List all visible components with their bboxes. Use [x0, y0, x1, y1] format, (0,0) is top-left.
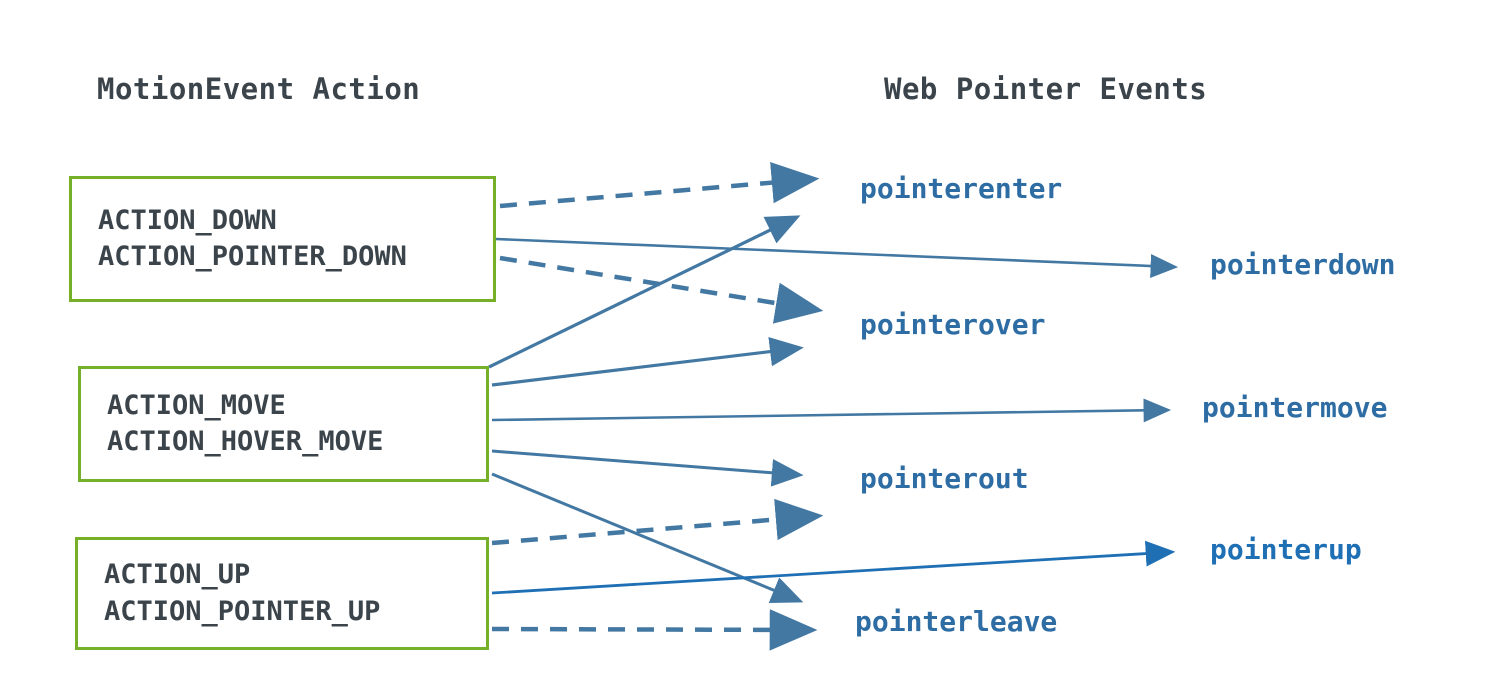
event-label-pointerup[interactable]: pointerup	[1210, 533, 1362, 566]
arrow-move-to-pointerenter	[488, 215, 801, 369]
action-box-up[interactable]: ACTION_UP ACTION_POINTER_UP	[75, 537, 489, 650]
arrow-move-to-pointermove	[491, 398, 1172, 423]
event-label-pointerleave[interactable]: pointerleave	[855, 605, 1058, 638]
arrow-move-to-pointerleave	[491, 472, 804, 604]
action-label-action-down: ACTION_DOWN	[98, 204, 277, 236]
action-box-down[interactable]: ACTION_DOWN ACTION_POINTER_DOWN	[69, 176, 496, 302]
column-header-web-pointer-events: Web Pointer Events	[884, 72, 1208, 106]
arrow-move-to-pointerout	[491, 449, 804, 487]
arrow-down-to-pointerenter	[499, 161, 820, 209]
arrow-up-to-pointerup	[491, 540, 1176, 595]
column-header-motionevent-action: MotionEvent Action	[97, 72, 421, 106]
event-label-pointerdown[interactable]: pointerdown	[1210, 248, 1396, 281]
event-label-pointerover[interactable]: pointerover	[860, 308, 1046, 341]
action-label-action-move: ACTION_MOVE	[107, 389, 286, 421]
action-label-action-up: ACTION_UP	[104, 559, 251, 591]
event-label-pointerenter[interactable]: pointerenter	[860, 172, 1063, 205]
arrow-up-to-pointerout	[491, 498, 824, 546]
event-label-pointerout[interactable]: pointerout	[860, 462, 1029, 495]
arrow-up-to-pointerleave	[491, 609, 818, 651]
action-box-move[interactable]: ACTION_MOVE ACTION_HOVER_MOVE	[78, 366, 489, 482]
action-label-action-pointer-up: ACTION_POINTER_UP	[104, 595, 381, 627]
arrow-down-to-pointerdown	[495, 237, 1179, 278]
action-label-action-pointer-down: ACTION_POINTER_DOWN	[98, 241, 407, 272]
arrow-move-to-pointerover	[491, 336, 804, 387]
event-label-pointermove[interactable]: pointermove	[1202, 391, 1388, 424]
action-label-action-hover-move: ACTION_HOVER_MOVE	[107, 426, 384, 457]
